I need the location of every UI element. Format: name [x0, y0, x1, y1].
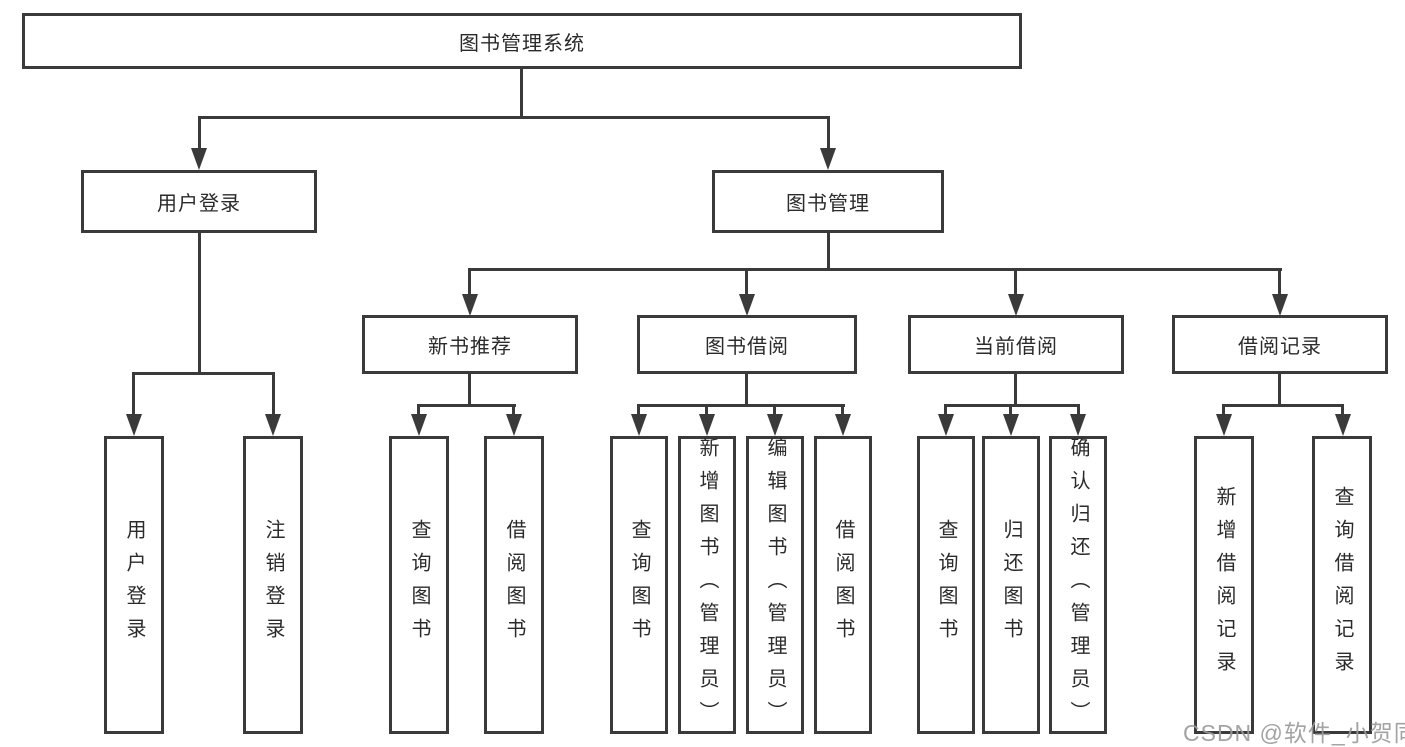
connector-line [637, 404, 640, 416]
leaf-query-books-borrowing: 查询图书 [610, 436, 668, 734]
leaf-query-books-current: 查询图书 [917, 436, 975, 734]
node-label: 用户登录 [157, 193, 241, 215]
arrowhead-down [1335, 414, 1351, 436]
connector-line [827, 233, 830, 270]
arrowhead-down [938, 414, 954, 436]
arrowhead-down [126, 414, 142, 436]
connector-line [637, 404, 845, 407]
connector-line [1278, 268, 1281, 295]
connector-line [272, 372, 275, 416]
leaf-logout: 注销登录 [243, 436, 303, 734]
arrowhead-down [1272, 294, 1288, 316]
connector-line [417, 404, 516, 407]
connector-line [198, 116, 830, 119]
leaf-label: 新增借阅记录 [1213, 486, 1235, 684]
arrowhead-down [1216, 414, 1232, 436]
leaf-add-borrow-record: 新增借阅记录 [1194, 436, 1254, 734]
leaf-label: 借阅图书 [832, 519, 854, 651]
leaf-query-books-new: 查询图书 [389, 436, 449, 734]
csdn-watermark: CSDN @软件_小贺同学 [1183, 720, 1405, 746]
connector-line [841, 404, 844, 416]
leaf-label: 查询借阅记录 [1331, 486, 1353, 684]
connector-line [944, 404, 1080, 407]
connector-line [1222, 404, 1344, 407]
connector-line [1014, 374, 1017, 407]
leaf-label: 查询图书 [628, 519, 650, 651]
node-book-management: 图书管理 [712, 170, 944, 233]
connector-line [198, 116, 201, 150]
node-user-login: 用户登录 [81, 170, 317, 233]
connector-line [745, 374, 748, 407]
connector-line [1014, 268, 1017, 295]
leaf-label: 查询图书 [935, 519, 957, 651]
arrowhead-down [820, 148, 836, 170]
leaf-add-books-admin: 新增图书（管理员） [678, 436, 736, 734]
connector-line [1341, 404, 1344, 416]
node-book-borrowing: 图书借阅 [637, 315, 857, 374]
connector-line [1222, 404, 1225, 416]
leaf-label: 借阅图书 [503, 519, 525, 651]
leaf-label: 用户登录 [123, 519, 145, 651]
arrowhead-down [411, 414, 427, 436]
leaf-label: 归还图书 [1000, 519, 1022, 651]
node-label: 图书管理 [786, 193, 870, 215]
arrowhead-down [506, 414, 522, 436]
leaf-label: 确认归还（管理员） [1067, 436, 1089, 734]
leaf-label: 查询图书 [408, 519, 430, 651]
connector-line [512, 404, 515, 416]
arrowhead-down [699, 414, 715, 436]
leaf-return-books: 归还图书 [982, 436, 1040, 734]
leaf-edit-books-admin: 编辑图书（管理员） [746, 436, 804, 734]
node-current-borrowing: 当前借阅 [908, 315, 1124, 374]
arrowhead-down [631, 414, 647, 436]
arrowhead-down [1070, 414, 1086, 436]
arrowhead-down [1003, 414, 1019, 436]
connector-line [468, 268, 1282, 271]
connector-line [132, 372, 275, 375]
node-new-book-recommendation: 新书推荐 [362, 315, 578, 374]
connector-line [1077, 404, 1080, 416]
arrowhead-down [462, 294, 478, 316]
node-label: 图书管理系统 [459, 32, 585, 55]
node-label: 当前借阅 [974, 336, 1058, 358]
node-borrowing-records: 借阅记录 [1172, 315, 1388, 374]
leaf-label: 新增图书（管理员） [696, 436, 718, 734]
leaf-label: 注销登录 [262, 519, 284, 651]
arrowhead-down [767, 414, 783, 436]
arrowhead-down [1008, 294, 1024, 316]
connector-line [1009, 404, 1012, 416]
leaf-borrow-books-new: 借阅图书 [484, 436, 544, 734]
arrowhead-down [835, 414, 851, 436]
leaf-confirm-return-admin: 确认归还（管理员） [1049, 436, 1107, 734]
connector-line [520, 69, 523, 119]
connector-line [468, 268, 471, 295]
connector-line [944, 404, 947, 416]
arrowhead-down [265, 414, 281, 436]
leaf-query-borrow-record: 查询借阅记录 [1312, 436, 1372, 734]
node-label: 图书借阅 [705, 336, 789, 358]
connector-line [705, 404, 708, 416]
node-library-management-system: 图书管理系统 [22, 13, 1022, 69]
connector-line [745, 268, 748, 295]
arrowhead-down [191, 148, 207, 170]
connector-line [1278, 374, 1281, 407]
connector-line [827, 116, 830, 150]
connector-line [417, 404, 420, 416]
node-label: 借阅记录 [1238, 336, 1322, 358]
node-label: 新书推荐 [428, 336, 512, 358]
connector-line [773, 404, 776, 416]
leaf-label: 编辑图书（管理员） [764, 436, 786, 734]
connector-line [468, 374, 471, 407]
connector-line [198, 233, 201, 374]
leaf-borrow-books: 借阅图书 [814, 436, 872, 734]
arrowhead-down [739, 294, 755, 316]
connector-line [132, 372, 135, 416]
leaf-user-login: 用户登录 [104, 436, 164, 734]
